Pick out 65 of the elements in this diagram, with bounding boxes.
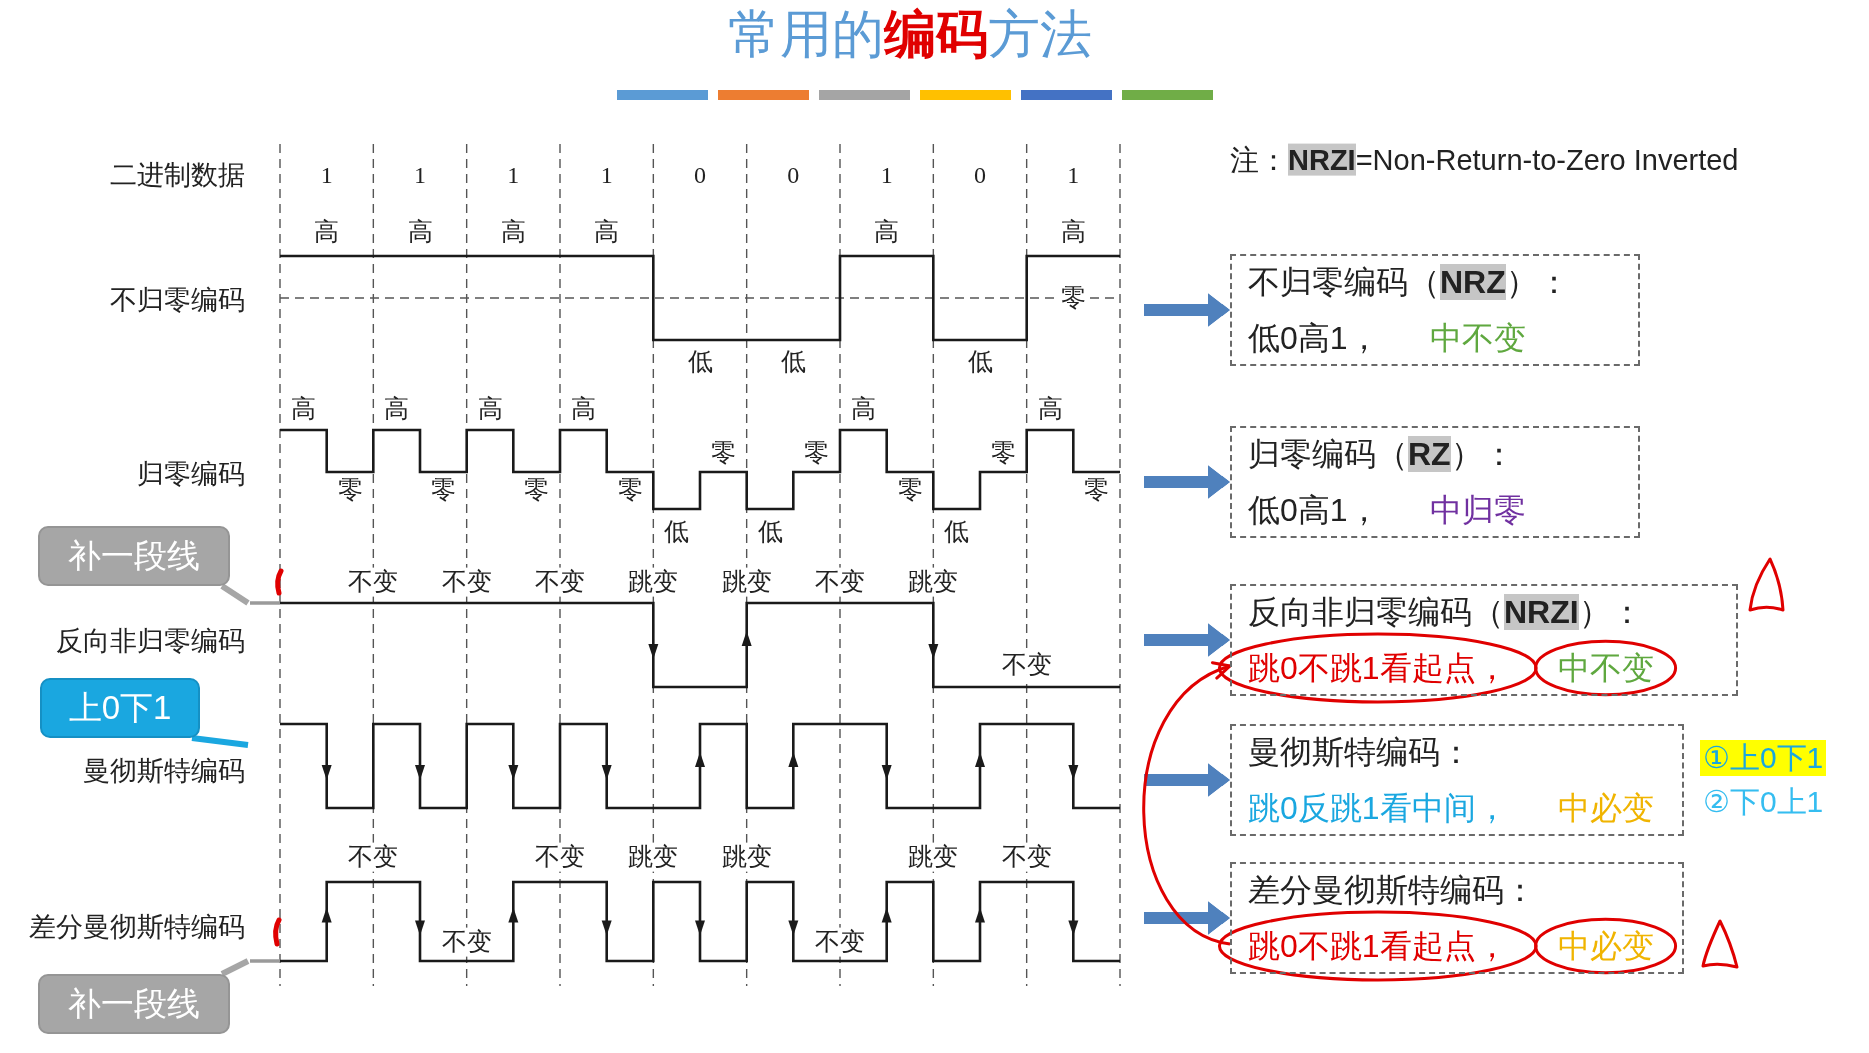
transition-label: 不变 xyxy=(999,842,1054,872)
block-arrow xyxy=(1144,465,1230,499)
property-text: 中归零 xyxy=(1429,492,1526,528)
level-label: 零 xyxy=(1058,283,1088,313)
bit-value: 0 xyxy=(694,160,706,190)
block-arrow xyxy=(1144,623,1230,657)
transition-label: 不变 xyxy=(813,927,867,957)
block-arrow xyxy=(1144,763,1230,797)
row-label: 反向非归零编码 xyxy=(56,624,245,658)
transition-label: 不变 xyxy=(439,567,494,597)
block-arrow xyxy=(1144,901,1230,935)
property-text: 中不变 xyxy=(1557,650,1654,686)
level-label: 低 xyxy=(685,347,715,377)
bit-value: 0 xyxy=(974,160,986,190)
transition-label: 不变 xyxy=(533,842,587,872)
rule-text: 低0高1， xyxy=(1248,492,1380,528)
row-label: 不归零编码 xyxy=(110,283,245,317)
transition-label: 不变 xyxy=(533,567,587,597)
rule-text: 低0高1， xyxy=(1248,320,1380,356)
property-text: 中不变 xyxy=(1429,320,1526,356)
rule-text: 跳0反跳1看中间， xyxy=(1248,790,1508,826)
level-label: 低 xyxy=(778,347,808,377)
transition-label: 跳变 xyxy=(719,842,774,872)
callout-bubble: 补一段线 xyxy=(38,974,230,1034)
definition-panel xyxy=(1230,426,1640,538)
level-label: 低 xyxy=(965,347,995,377)
level-label: 低 xyxy=(942,517,972,547)
transition-label: 跳变 xyxy=(719,567,774,597)
rule-text: 跳0不跳1看起点， xyxy=(1248,650,1508,686)
bit-value: 1 xyxy=(507,160,520,190)
encoding-name: 归零编码（RZ）： xyxy=(1248,436,1515,472)
bit-value: 1 xyxy=(880,160,893,190)
transition-label: 不变 xyxy=(813,567,867,597)
row-label: 归零编码 xyxy=(137,457,245,491)
rule-text: 跳0不跳1看起点， xyxy=(1248,928,1508,964)
encoding-name: 不归零编码（NRZ）： xyxy=(1248,264,1570,300)
definition-panel xyxy=(1230,584,1738,696)
row-label: 二进制数据 xyxy=(110,158,245,192)
note-text: 注：NRZI=Non-Return-to-Zero Inverted xyxy=(1230,142,1739,178)
definition-panel xyxy=(1230,724,1684,836)
transition-label: 不变 xyxy=(999,650,1054,680)
bit-value: 1 xyxy=(414,160,426,190)
property-text: 中必变 xyxy=(1557,790,1654,826)
property-text: 中必变 xyxy=(1557,928,1654,964)
level-label: 低 xyxy=(662,517,692,547)
row-label: 曼彻斯特编码 xyxy=(83,754,245,788)
mnemonic-text: ②下0上1 xyxy=(1702,784,1825,820)
encoding-name: 反向非归零编码（NRZI）： xyxy=(1248,594,1643,630)
slide-title: 常用的编码方法 xyxy=(728,5,1092,65)
mnemonic-text: ①上0下1 xyxy=(1700,740,1827,776)
callout-bubble: 补一段线 xyxy=(38,526,230,586)
row-label: 差分曼彻斯特编码 xyxy=(29,910,245,944)
bit-value: 0 xyxy=(787,160,800,190)
callout-bubble: 上0下1 xyxy=(40,678,200,738)
transition-label: 不变 xyxy=(439,927,494,957)
definition-panel xyxy=(1230,862,1684,974)
level-label: 低 xyxy=(755,517,785,547)
encoding-name: 曼彻斯特编码： xyxy=(1248,734,1472,770)
block-arrow xyxy=(1144,293,1230,327)
definition-panel xyxy=(1230,254,1640,366)
encoding-name: 差分曼彻斯特编码： xyxy=(1248,872,1536,908)
bit-value: 1 xyxy=(1067,160,1080,190)
bit-value: 1 xyxy=(320,160,333,190)
curved-arrow xyxy=(1142,663,1232,946)
bit-value: 1 xyxy=(600,160,613,190)
